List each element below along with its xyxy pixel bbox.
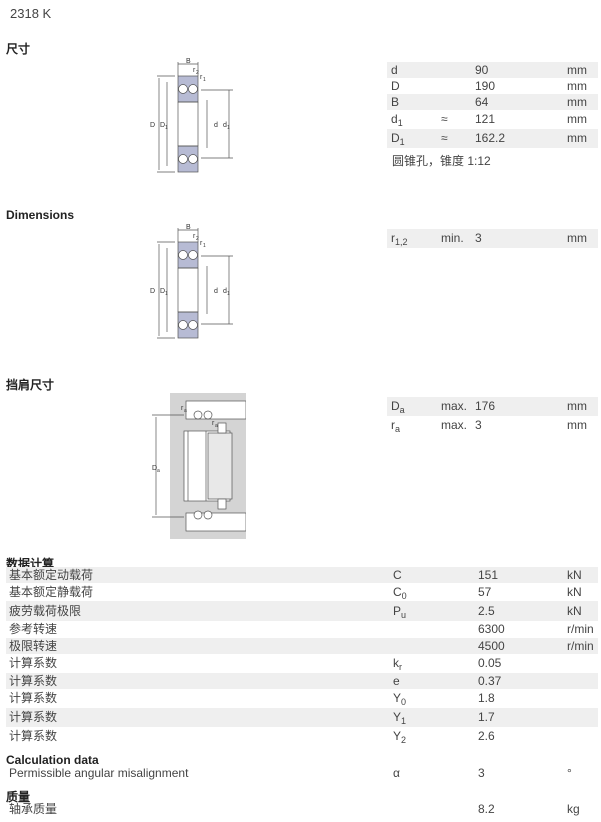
table-row: Da max. 176 mm (387, 397, 598, 416)
mass-table: 轴承质量 8.2 kg (6, 801, 598, 817)
label-D: D (150, 288, 155, 295)
section-abutment: 挡肩尺寸 (6, 378, 55, 392)
table-row: D1 ≈ 162.2 mm (387, 129, 598, 148)
table-row: 参考转速 6300 r/min (9, 622, 594, 636)
dimensions-table: d 90 mm D 190 mm B 64 mm d1 ≈ 121 mm D1 … (387, 62, 598, 148)
svg-text:a: a (157, 468, 160, 474)
label-d: d (214, 122, 218, 129)
dimensions-table-2: r1,2 min. 3 mm (387, 229, 598, 248)
table-row: 计算系数 e 0.37 (6, 673, 598, 689)
svg-text:1: 1 (203, 243, 206, 249)
label-D1: D (160, 122, 165, 129)
table-row: d1 ≈ 121 mm (391, 112, 587, 128)
table-row: 计算系数 Y1 1.7 (6, 708, 598, 727)
svg-text:1: 1 (165, 125, 168, 131)
svg-text:a: a (184, 408, 187, 414)
svg-text:2: 2 (196, 70, 199, 76)
calc-table: 基本额定动载荷 C 151 kN 基本额定静载荷 C0 57 kN 疲劳载荷极限… (6, 567, 598, 746)
label-B: B (186, 224, 191, 231)
table-row: d 90 mm (387, 62, 598, 78)
section-dimensions-en: Dimensions (6, 208, 75, 222)
table-row: 计算系数 Y0 1.8 (9, 691, 495, 707)
table-row: 计算系数 Y2 2.6 (9, 729, 495, 745)
label-ra-2: r (212, 420, 215, 427)
label-d1: d (223, 288, 227, 295)
label-r1: r (200, 74, 203, 81)
table-row: Permissible angular misalignment α 3 ° (9, 766, 572, 780)
calc-en-table: Permissible angular misalignment α 3 ° (6, 765, 598, 781)
svg-text:a: a (215, 423, 218, 429)
table-row: 基本额定动载荷 C 151 kN (6, 567, 598, 583)
page-title: 2318 K (10, 6, 52, 21)
label-r: r (193, 233, 196, 240)
svg-text:1: 1 (227, 291, 230, 297)
dimension-note: 圆锥孔，锥度 1:12 (392, 154, 491, 168)
table-row: 轴承质量 8.2 kg (9, 802, 580, 816)
table-row: 基本额定静载荷 C0 57 kN (9, 585, 582, 601)
abutment-table: Da max. 176 mm ra max. 3 mm (387, 397, 598, 435)
label-Da: D (152, 465, 157, 472)
label-B: B (186, 58, 191, 65)
table-row: 计算系数 kr 0.05 (9, 656, 502, 672)
label-D: D (150, 122, 155, 129)
section-calc-en: Calculation data (6, 753, 99, 767)
label-r1: r (200, 240, 203, 247)
table-row: ra max. 3 mm (391, 418, 587, 434)
table-row: r1,2 min. 3 mm (387, 229, 598, 248)
bearing-cross-section-drawing-2: B r 2 r 1 D D 1 d d 1 (150, 224, 233, 339)
table-row: D 190 mm (391, 79, 587, 93)
svg-text:2: 2 (196, 236, 199, 242)
label-d: d (214, 288, 218, 295)
section-mass: 质量 (6, 790, 31, 804)
table-row: 疲劳载荷极限 Pu 2.5 kN (6, 601, 598, 621)
svg-text:1: 1 (203, 77, 206, 83)
bearing-cross-section-drawing: B r 2 r 1 D D 1 d d 1 (150, 58, 233, 173)
section-dimensions-cn: 尺寸 (6, 42, 31, 56)
table-row: 极限转速 4500 r/min (6, 638, 598, 654)
table-row: B 64 mm (387, 94, 598, 110)
label-ra: r (181, 405, 184, 412)
svg-text:1: 1 (165, 291, 168, 297)
abutment-drawing: r a r a D a (152, 393, 246, 539)
label-r: r (193, 67, 196, 74)
svg-text:1: 1 (227, 125, 230, 131)
label-D1: D (160, 288, 165, 295)
label-d1: d (223, 122, 227, 129)
